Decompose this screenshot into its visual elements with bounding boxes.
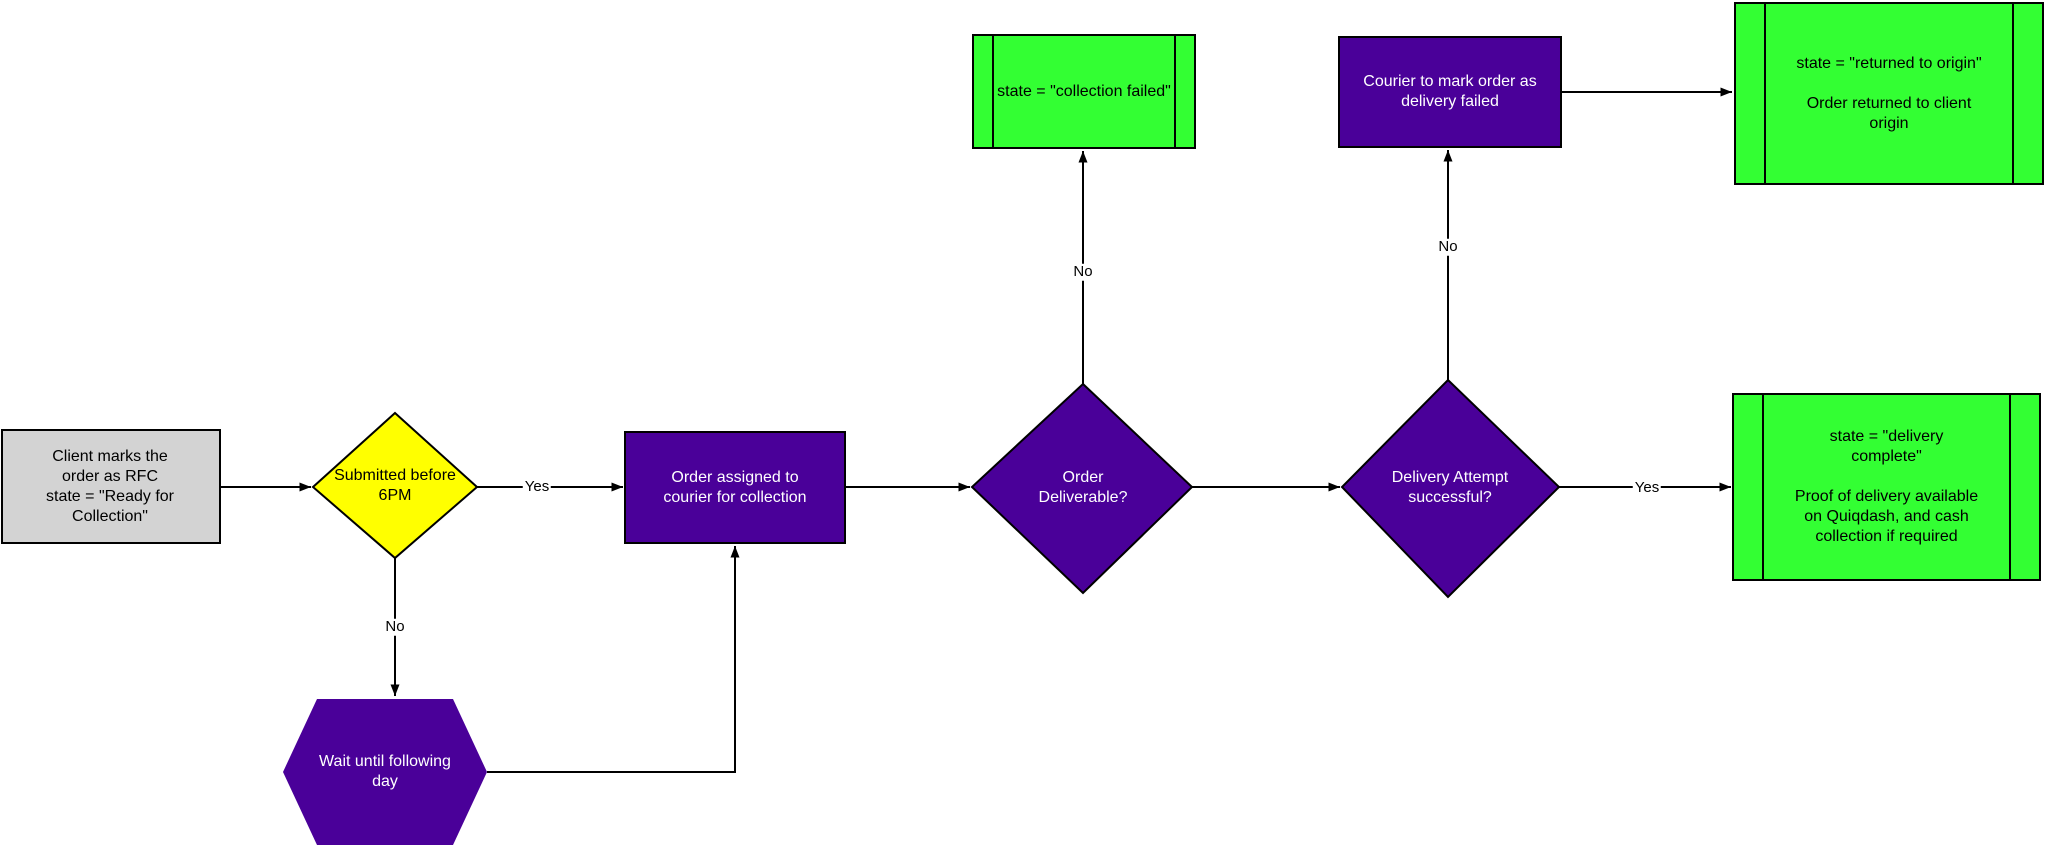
node-order-deliverable	[970, 382, 1194, 595]
edge-wait-to-assigned	[487, 546, 740, 773]
node-wait-until-following-day	[283, 699, 487, 845]
node-client-marks-rfc	[1, 429, 221, 544]
node-courier-mark-delivery-failed	[1338, 36, 1562, 148]
node-submitted-before-6pm	[311, 411, 479, 560]
node-delivery-complete	[1732, 393, 2041, 581]
node-delivery-attempt-successful	[1340, 378, 1561, 599]
node-order-assigned	[624, 431, 846, 544]
node-returned-to-origin	[1734, 2, 2044, 185]
node-collection-failed	[972, 34, 1196, 149]
